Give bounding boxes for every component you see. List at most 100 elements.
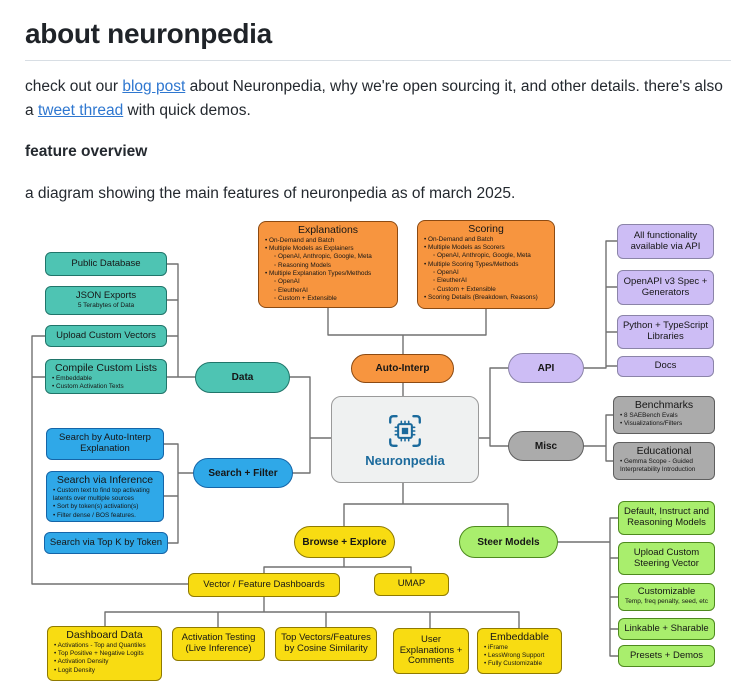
bullet: Custom + Extensible xyxy=(262,295,394,303)
bullet: OpenAI, Anthropic, Google, Meta xyxy=(421,252,551,260)
intro-text-1: check out our xyxy=(25,78,123,95)
node-label: Auto-Interp xyxy=(375,363,430,374)
node-label: Dashboard Data xyxy=(66,629,143,641)
node-label: Linkable + Sharable xyxy=(624,622,709,634)
node-label: Educational xyxy=(636,445,692,457)
bullet: Custom Activation Texts xyxy=(49,383,163,391)
node-label: Compile Custom Lists xyxy=(54,362,158,374)
tweet-thread-link[interactable]: tweet thread xyxy=(37,102,124,119)
divider xyxy=(25,60,731,61)
node-bullets: On-Demand and Batch Multiple Models as E… xyxy=(261,237,395,304)
node-bullets: Custom text to find top activating laten… xyxy=(49,487,161,520)
bullet: Activation Density xyxy=(51,658,158,666)
node-label: Search + Filter xyxy=(208,467,278,479)
node-linkable-sharable: Linkable + Sharable xyxy=(618,618,715,640)
node-benchmarks: Benchmarks 8 SAEBench Evals Visualizatio… xyxy=(613,396,715,434)
node-vector-feature-dashboards: Vector / Feature Dashboards xyxy=(188,573,340,597)
node-label: Data xyxy=(231,372,254,383)
node-label: Search by Auto-Interp Explanation xyxy=(59,432,151,454)
node-openapi-spec: OpenAPI v3 Spec + Generators xyxy=(617,270,714,305)
node-neuronpedia-center: Neuronpedia xyxy=(331,396,479,483)
node-label: Default, Instruct and Reasoning Models xyxy=(623,506,710,528)
node-label: Public Database xyxy=(71,257,141,269)
node-subtitle: Temp, freq penalty, seed, etc xyxy=(625,598,708,606)
bullet: Scoring Details (Breakdown, Reasons) xyxy=(421,294,551,302)
node-presets-demos: Presets + Demos xyxy=(618,645,715,667)
node-search-by-auto-interp: Search by Auto-Interp Explanation xyxy=(46,428,164,460)
node-label: Benchmarks xyxy=(634,399,694,411)
node-auto-interp-pill: Auto-Interp xyxy=(351,354,454,383)
node-browse-explore-pill: Browse + Explore xyxy=(294,526,395,558)
bullet: Sort by token(s) activation(s) xyxy=(50,503,160,511)
node-label: All functionality available via API xyxy=(630,229,701,252)
node-data-pill: Data xyxy=(195,362,290,393)
feature-overview-heading: feature overview xyxy=(25,143,148,160)
node-educational: Educational Gemma Scope - Guided Interpr… xyxy=(613,442,715,480)
node-label: Python + TypeScript Libraries xyxy=(622,320,709,342)
bullet: Reasoning Models xyxy=(262,262,394,270)
node-embeddable: Embeddable iFrame LessWrong Support Full… xyxy=(477,628,562,674)
node-bullets: Gemma Scope - Guided Interpretability In… xyxy=(616,458,712,475)
node-label: Explanations xyxy=(297,224,359,236)
node-scoring: Scoring On-Demand and Batch Multiple Mod… xyxy=(417,220,555,309)
node-compile-custom-lists: Compile Custom Lists Embeddable Custom A… xyxy=(45,359,167,394)
node-search-filter-pill: Search + Filter xyxy=(193,458,293,488)
node-label: Upload Custom Steering Vector xyxy=(633,546,700,569)
bullet: 8 SAEBench Evals xyxy=(617,412,711,420)
bullet: Multiple Models as Explainers xyxy=(262,245,394,253)
node-dashboard-data: Dashboard Data Activations - Top and Qua… xyxy=(47,626,162,681)
bullet: iFrame xyxy=(481,644,558,652)
node-label: Vector / Feature Dashboards xyxy=(203,578,325,590)
node-user-explanations-comments: User Explanations + Comments xyxy=(393,628,469,674)
bullet: Multiple Models as Scorers xyxy=(421,244,551,252)
node-label: Embeddable xyxy=(490,631,549,643)
node-label: UMAP xyxy=(397,578,426,590)
node-public-database: Public Database xyxy=(45,252,167,276)
node-label: OpenAPI v3 Spec + Generators xyxy=(623,275,708,298)
bullet: Logit Density xyxy=(51,667,158,675)
node-top-vectors-cosine: Top Vectors/Features by Cosine Similarit… xyxy=(275,627,377,661)
node-bullets: Activations - Top and Quantiles Top Posi… xyxy=(50,642,159,675)
bullet: On-Demand and Batch xyxy=(262,237,394,245)
bullet: Activations - Top and Quantiles xyxy=(51,642,158,650)
node-steer-models-pill: Steer Models xyxy=(459,526,558,558)
node-label: Top Vectors/Features by Cosine Similarit… xyxy=(281,632,371,654)
node-bullets: Embeddable Custom Activation Texts xyxy=(48,375,164,392)
node-upload-steering-vector: Upload Custom Steering Vector xyxy=(618,542,715,575)
node-search-top-k: Search via Top K by Token xyxy=(44,532,168,554)
node-label: Scoring xyxy=(468,223,504,235)
node-customizable: Customizable Temp, freq penalty, seed, e… xyxy=(618,583,715,611)
bullet: OpenAI, Anthropic, Google, Meta xyxy=(262,253,394,261)
node-subtitle: 5 Terabytes of Data xyxy=(77,301,135,309)
node-label: Neuronpedia xyxy=(365,452,445,468)
node-label: User Explanations + Comments xyxy=(399,633,463,667)
diagram-caption: a diagram showing the main features of n… xyxy=(25,185,516,202)
bullet: Multiple Explanation Types/Methods xyxy=(262,270,394,278)
blog-post-link[interactable]: blog post xyxy=(122,78,186,95)
bullet: OpenAI xyxy=(262,278,394,286)
node-label: Steer Models xyxy=(477,536,540,548)
bullet: Top Positive + Negative Logits xyxy=(51,650,158,658)
node-activation-testing: Activation Testing (Live Inference) xyxy=(172,627,265,661)
bullet: Custom + Extensible xyxy=(421,286,551,294)
node-label: JSON Exports xyxy=(75,289,137,301)
bullet: OpenAI xyxy=(421,269,551,277)
neuronpedia-logo-icon xyxy=(389,414,421,447)
node-docs: Docs xyxy=(617,356,714,377)
bullet: Embeddable xyxy=(49,375,163,383)
feature-diagram: Public Database JSON Exports 5 Terabytes… xyxy=(25,213,741,691)
bullet: EleutherAI xyxy=(262,287,394,295)
node-python-typescript-libraries: Python + TypeScript Libraries xyxy=(617,315,714,349)
bullet: Gemma Scope - Guided Interpretability In… xyxy=(617,458,711,475)
node-label: Upload Custom Vectors xyxy=(56,329,156,341)
page-title: about neuronpedia xyxy=(25,18,272,49)
bullet: Custom text to find top activating laten… xyxy=(50,487,160,504)
node-bullets: On-Demand and Batch Multiple Models as S… xyxy=(420,236,552,303)
node-api-all-functionality: All functionality available via API xyxy=(617,224,714,259)
node-bullets: 8 SAEBench Evals Visualizations/Filters xyxy=(616,412,712,429)
node-upload-custom-vectors: Upload Custom Vectors xyxy=(45,325,167,347)
node-bullets: iFrame LessWrong Support Fully Customiza… xyxy=(480,644,559,669)
node-label: Browse + Explore xyxy=(302,536,387,548)
bullet: EleutherAI xyxy=(421,277,551,285)
